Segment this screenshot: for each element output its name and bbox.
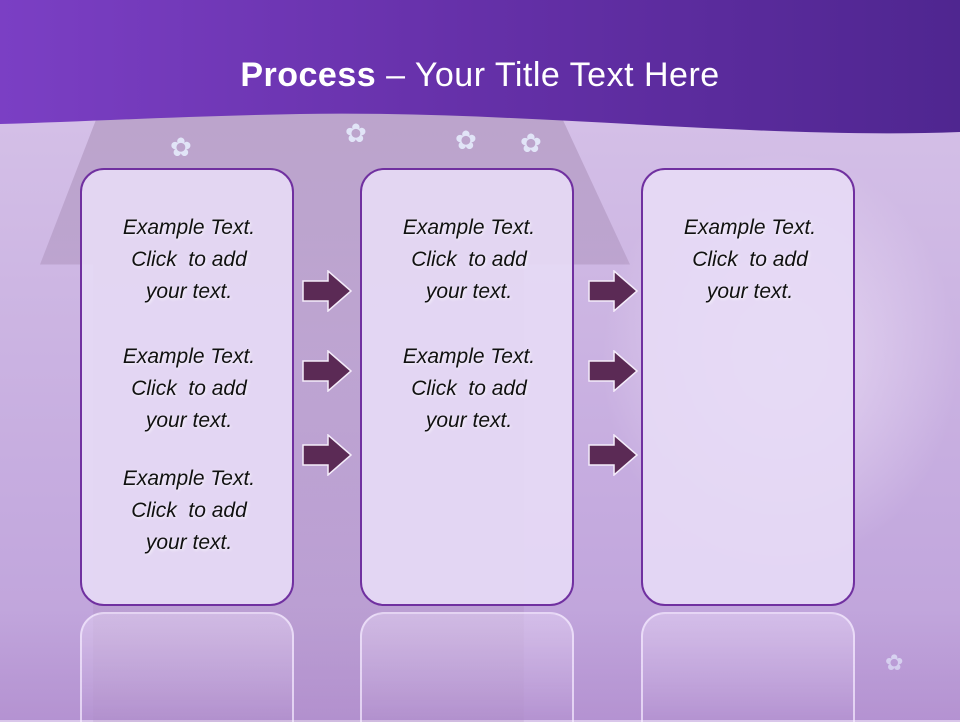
process-step-1[interactable]: Example Text. Click to add your text. Ex…: [80, 168, 294, 606]
slide-title[interactable]: Process – Your Title Text Here: [0, 56, 960, 95]
flower-icon: ✿: [520, 128, 542, 158]
card-reflection: [360, 612, 574, 722]
process-step-2[interactable]: Example Text. Click to add your text. Ex…: [360, 168, 574, 606]
text-line: Example Text.: [122, 467, 256, 490]
text-line: Example Text.: [683, 216, 817, 239]
text-line: your text.: [145, 531, 233, 554]
text-line: Example Text.: [402, 216, 536, 239]
text-line: Click to add: [692, 248, 808, 271]
header-wave: [0, 0, 960, 134]
text-line: Click to add: [131, 377, 247, 400]
right-arrow-icon[interactable]: [302, 270, 352, 312]
text-line: Click to add: [131, 499, 247, 522]
right-arrow-icon[interactable]: [302, 434, 352, 476]
text-line: your text.: [706, 280, 794, 303]
step-text[interactable]: Example Text. Click to add your text.: [362, 212, 576, 308]
text-line: your text.: [145, 280, 233, 303]
step-text[interactable]: Example Text. Click to add your text.: [82, 212, 296, 308]
text-line: your text.: [425, 280, 513, 303]
text-line: Example Text.: [402, 345, 536, 368]
text-line: Example Text.: [122, 216, 256, 239]
right-arrow-icon[interactable]: [588, 350, 638, 392]
right-arrow-icon[interactable]: [588, 434, 638, 476]
step-text[interactable]: Example Text. Click to add your text.: [362, 341, 576, 437]
flower-icon: ✿: [170, 132, 192, 162]
card-reflection: [641, 612, 855, 722]
step-text[interactable]: Example Text. Click to add your text.: [82, 341, 296, 437]
text-line: Example Text.: [122, 345, 256, 368]
title-rest: – Your Title Text Here: [376, 56, 720, 94]
right-arrow-icon[interactable]: [588, 270, 638, 312]
text-line: your text.: [425, 409, 513, 432]
text-line: your text.: [145, 409, 233, 432]
text-line: Click to add: [411, 377, 527, 400]
flower-icon: ✿: [345, 118, 367, 148]
step-text[interactable]: Example Text. Click to add your text.: [643, 212, 857, 308]
title-bold: Process: [240, 56, 377, 94]
header-banner: Process – Your Title Text Here: [0, 0, 960, 150]
text-line: Click to add: [411, 248, 527, 271]
background-ground: [0, 610, 960, 720]
right-arrow-icon[interactable]: [302, 350, 352, 392]
flower-icon: ✿: [455, 125, 477, 155]
card-reflection: [80, 612, 294, 722]
text-line: Click to add: [131, 248, 247, 271]
step-text[interactable]: Example Text. Click to add your text.: [82, 463, 296, 559]
flower-icon: ✿: [885, 650, 903, 676]
process-step-3[interactable]: Example Text. Click to add your text.: [641, 168, 855, 606]
